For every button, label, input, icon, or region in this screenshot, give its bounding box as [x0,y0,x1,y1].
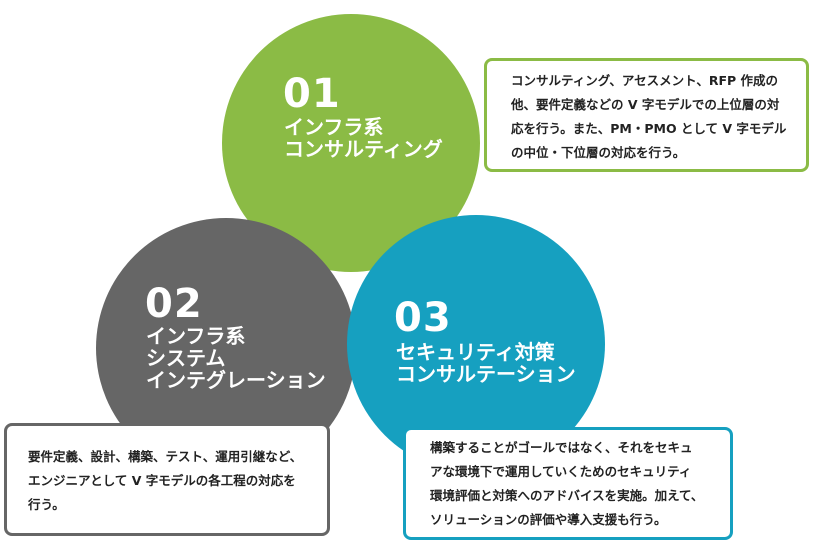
item-3-description-line: 構築することがゴールではなく、それをセキュ [430,440,693,455]
item-3-description-line: ソリューションの評価や導入支援も行う。 [430,512,667,527]
item-1-description-line: コンサルティング、アセスメント、RFP 作成の [511,73,779,88]
item-1-description-line: 他、要件定義などの V 字モデルでの上位層の対 [511,97,780,112]
item-2-description-line: エンジニアとして V 字モデルの各工程の対応を [28,473,296,488]
item-1-title-line: コンサルティング [284,137,443,161]
item-2-title-line: インテグレーション [146,368,326,392]
item-2-number: 02 [145,281,203,327]
item-1-title: インフラ系 コンサルティング [284,116,443,160]
item-1-title-line: インフラ系 [284,115,384,139]
item-3-title-line: セキュリティ対策 [396,340,555,364]
item-3-title-line: コンサルテーション [396,362,576,386]
item-2-description-line: 要件定義、設計、構築、テスト、運用引継など、 [28,449,303,464]
item-1-number: 01 [283,71,341,117]
item-1-description-line: の中位・下位層の対応を行う。 [511,145,686,160]
item-3-number: 03 [394,295,452,341]
item-1-description-line: 応を行う。また、PM・PMO として V 字モデル [511,121,787,136]
item-2-description-line: 行う。 [28,497,65,512]
item-3-title: セキュリティ対策 コンサルテーション [396,341,576,385]
item-2-title-line: システム [146,346,226,370]
item-3-description-line: アな環境下で運用していくためのセキュリティ [430,464,692,479]
item-2-description-box: 要件定義、設計、構築、テスト、運用引継など、 エンジニアとして V 字モデルの各… [4,423,330,536]
item-3-description-box: 構築することがゴールではなく、それをセキュ アな環境下で運用していくためのセキュ… [403,427,733,540]
item-1-description-box: コンサルティング、アセスメント、RFP 作成の 他、要件定義などの V 字モデル… [484,58,809,172]
item-2-title: インフラ系 システム インテグレーション [146,325,326,391]
item-3-description-line: 環境評価と対策へのアドバイスを実施。加えて、 [430,488,704,503]
item-2-title-line: インフラ系 [146,324,246,348]
